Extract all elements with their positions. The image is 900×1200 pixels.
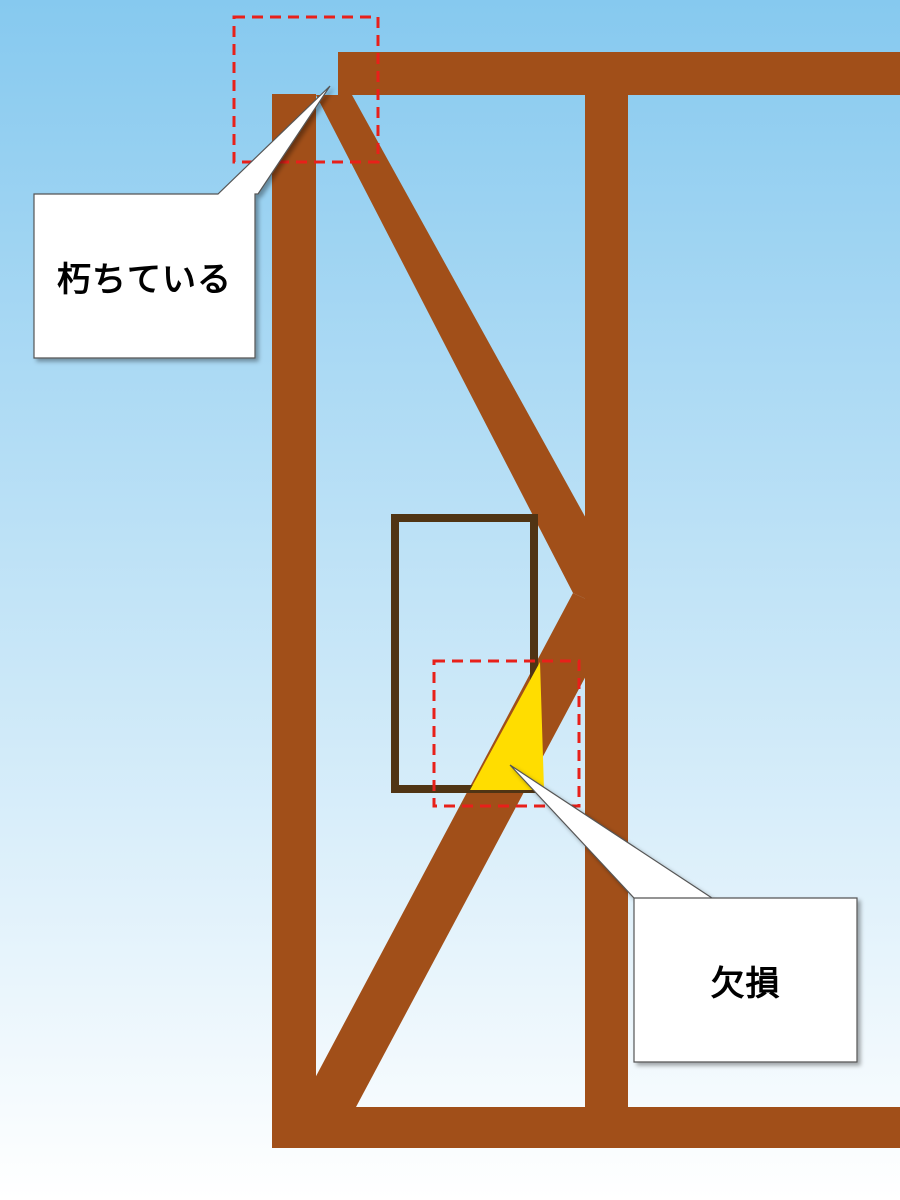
rot-callout (33, 85, 331, 359)
window-opening-frame (391, 514, 538, 793)
speech-callout-icon (509, 764, 858, 1063)
defect-callout-label: 欠損 (710, 963, 781, 1004)
left-post (272, 94, 316, 1148)
upper-diagonal-brace (316, 95, 588, 600)
missing-section-highlight (470, 662, 544, 790)
speech-callout-icon (33, 85, 331, 359)
top-beam (338, 52, 900, 95)
defect-callout (509, 764, 858, 1063)
right-stud (585, 94, 628, 1148)
rot-callout-label: 朽ちている (57, 259, 232, 300)
rot-area-marker (232, 15, 380, 164)
sill-beam (272, 1107, 900, 1148)
defect-area-marker (432, 659, 581, 808)
